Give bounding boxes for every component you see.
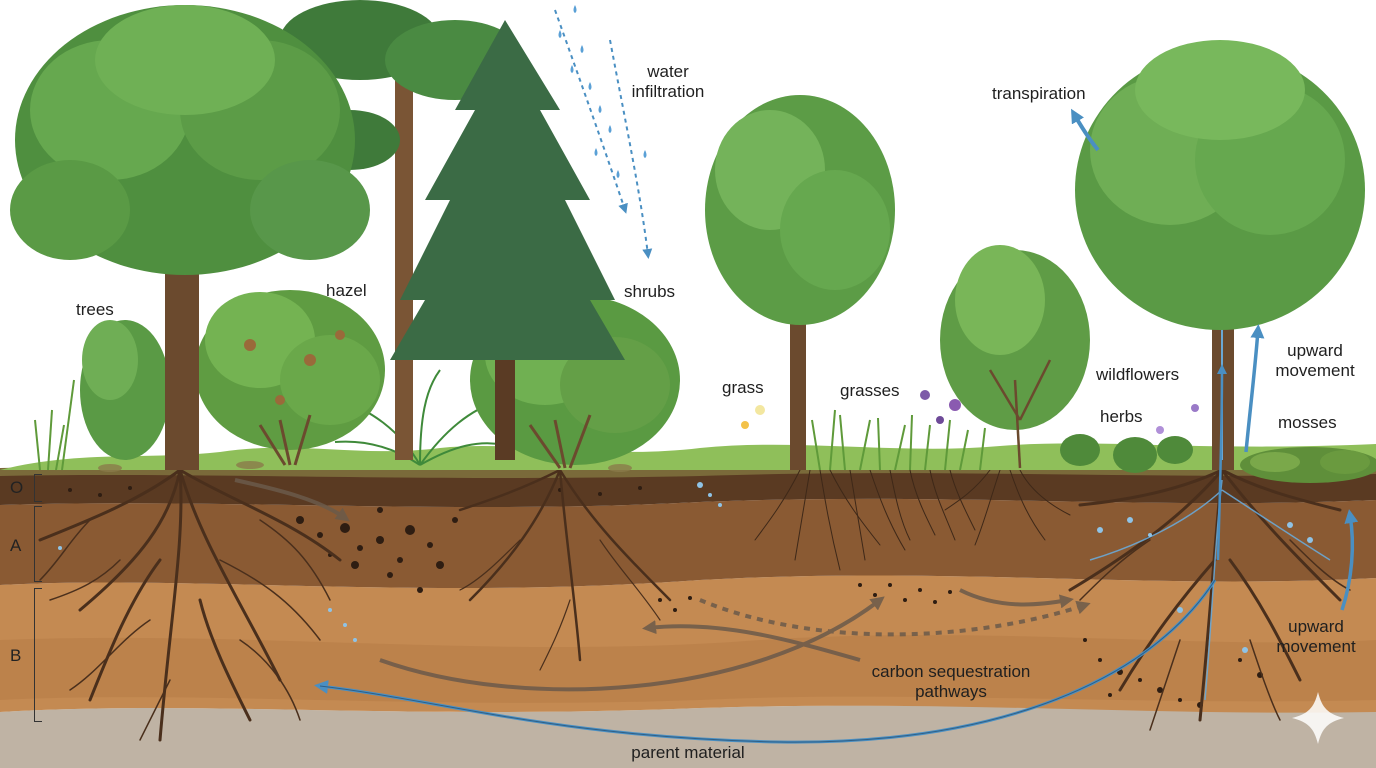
label-upward-movement-1: upward movement <box>1275 341 1355 380</box>
label-parent-material: parent material <box>631 743 745 762</box>
herb-plants <box>1060 434 1193 473</box>
root-uptake-arrow <box>1216 364 1227 561</box>
o-horizon-bracket <box>34 474 43 502</box>
horizon-label-a: A <box>10 536 22 555</box>
upward-movement-arrow-1 <box>1244 324 1265 453</box>
label-trees: trees <box>76 300 114 319</box>
a-horizon-layer <box>0 498 1376 589</box>
label-water-infiltration: water infiltration <box>631 62 705 101</box>
root-systems <box>38 468 1351 742</box>
sparkle-icon <box>1292 692 1344 744</box>
label-upward-movement-2: upward movement <box>1276 617 1356 656</box>
ground-vegetation <box>0 369 1376 483</box>
label-wildflowers: wildflowers <box>1096 365 1180 384</box>
parent-material-layer <box>0 704 1376 768</box>
b-horizon-bracket <box>34 588 43 722</box>
horizon-label-o: O <box>10 478 24 497</box>
conifer-tree <box>390 20 625 360</box>
carbon-sequestration-arrows <box>234 478 1091 692</box>
a-horizon-bracket <box>34 506 43 582</box>
label-carbon-sequestration: carbon sequestration pathways <box>871 662 1031 701</box>
upward-movement-arrow-2 <box>1340 509 1359 611</box>
horizon-label-b: B <box>10 646 22 665</box>
label-transpiration: transpiration <box>992 84 1086 103</box>
water-infiltration-drops <box>558 5 647 178</box>
label-herbs: herbs <box>1100 407 1143 426</box>
wildflower-heads <box>741 390 1199 434</box>
water-infiltration-arrows <box>554 9 653 259</box>
label-shrubs: shrubs <box>624 282 676 301</box>
label-grasses: grasses <box>840 381 900 400</box>
water-droplets-soil <box>58 482 1313 653</box>
trees <box>10 0 1365 470</box>
label-mosses: mosses <box>1278 413 1337 432</box>
transpiration-arrow <box>1071 108 1100 152</box>
o-horizon-layer <box>0 467 1376 508</box>
label-grass: grass <box>722 378 764 397</box>
label-hazel: hazel <box>326 281 367 300</box>
